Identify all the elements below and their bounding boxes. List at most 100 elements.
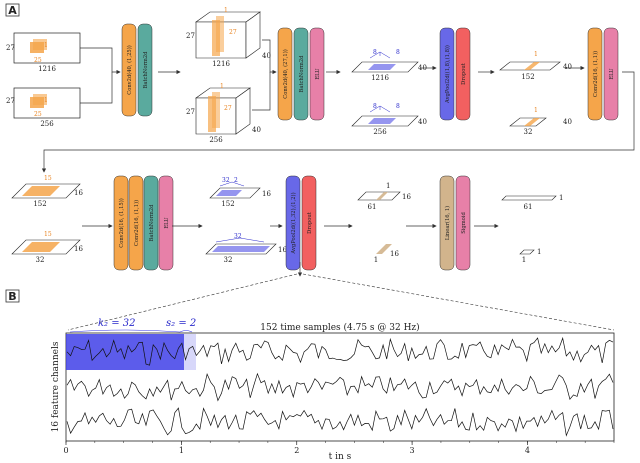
row2-res-bot-d: 16 xyxy=(390,250,399,258)
row1-block-group-2: Conv2d(40, (27,1)) BatchNorm2d ELU xyxy=(277,27,325,121)
row2-top-k: 15 xyxy=(44,175,52,182)
layer-label: Conv2d(40, (1,25)) xyxy=(126,45,133,95)
layer-block xyxy=(137,23,153,117)
row2-res-bot: 1 16 xyxy=(374,244,399,264)
layer-label: AvgPool2d((1,32),(1,2)) xyxy=(290,192,297,254)
row2-plane-bot-w: 32 xyxy=(224,256,233,264)
row2-block-group-3: Linear(16, 1)Sigmoid xyxy=(439,175,471,271)
signal-plot-frame xyxy=(65,332,615,442)
arrow-wrap xyxy=(41,71,635,173)
x-tick-label: 3 xyxy=(410,446,415,455)
panel-a-label-box xyxy=(5,3,20,17)
row1-top-h: 27 xyxy=(6,44,15,52)
res-bot-d: 40 xyxy=(563,118,572,126)
layer-block xyxy=(158,175,174,271)
row2-input-bot: 15 32 16 xyxy=(11,231,83,264)
row2-out-bot-d: 1 xyxy=(537,248,541,256)
cube-top-d: 40 xyxy=(262,52,271,60)
row1-cube-bot: 27 256 40 27 1 xyxy=(186,83,261,144)
layer-label: Sigmoid xyxy=(461,212,467,234)
row1-top-w: 1216 xyxy=(38,65,56,73)
cube-top-w: 1216 xyxy=(212,60,230,68)
signal-trace xyxy=(66,407,614,437)
row1-plane-top: 8 8 1216 40 xyxy=(351,49,427,82)
stride-brace xyxy=(179,330,193,333)
y-axis-label: 16 feature channels xyxy=(51,341,61,432)
layer-block xyxy=(121,23,137,117)
row1-block-group-1: Conv2d(40, (1,25)) BatchNorm2d xyxy=(121,23,153,117)
plane-top-k: 8 xyxy=(373,49,377,56)
row2-block-group-1: Conv2d(16, (1,15))Conv2d(16, (1,1))Batch… xyxy=(113,175,174,271)
layer-block xyxy=(128,175,144,271)
cube-bot-d: 40 xyxy=(252,126,261,134)
layer-block xyxy=(439,175,455,271)
cube-top-kh: 27 xyxy=(229,29,237,36)
plane-bot-w: 256 xyxy=(373,128,387,136)
cube-top-kd: 1 xyxy=(224,7,228,14)
layer-label: Conv2d(40, (27,1)) xyxy=(282,49,289,99)
row2-out-top-d: 1 xyxy=(559,194,563,202)
layer-label: Conv2d(16, (1,1)) xyxy=(133,200,140,246)
row2-bot-w: 32 xyxy=(36,256,45,264)
layer-block xyxy=(309,27,325,121)
row2-res-top-w: 61 xyxy=(368,203,377,211)
row2-out-top-w: 61 xyxy=(524,203,533,211)
plane-bot-k: 8 xyxy=(373,103,377,110)
row2-plane-top-w: 152 xyxy=(221,200,234,208)
res-top-k: 1 xyxy=(534,51,538,58)
row2-plane-bot: 32 32 16 xyxy=(205,233,287,264)
samples-label: 152 time samples (4.75 s @ 32 Hz) xyxy=(260,322,419,333)
cube-bot-w: 256 xyxy=(209,136,223,144)
row2-res-top-d: 16 xyxy=(402,193,411,201)
layer-label: BatchNorm2d xyxy=(299,55,305,93)
row2-out-bot-w: 1 xyxy=(522,256,526,264)
layer-block xyxy=(455,27,471,121)
arrow-in-bot xyxy=(80,72,113,104)
cube-top-h: 27 xyxy=(186,32,195,40)
res-top-w: 152 xyxy=(521,73,534,81)
row2-block-group-2: AvgPool2d((1,32),(1,2)) Dropout xyxy=(285,175,317,271)
panel-a-label: A xyxy=(8,4,17,17)
layer-label: ELU xyxy=(164,217,170,229)
row2-bot-d: 16 xyxy=(74,245,83,253)
panel-b-label: B xyxy=(8,290,16,303)
layer-block xyxy=(143,175,159,271)
layer-label: Dropout xyxy=(461,62,467,85)
row1-top-kh: 1 xyxy=(44,42,48,49)
x-axis-label: t in s xyxy=(329,452,352,462)
panel-b-label-box xyxy=(5,289,20,303)
layer-label: Conv2d(16, (1,1)) xyxy=(592,51,599,97)
row1-res-top: 1 152 40 xyxy=(499,51,572,81)
cube-bot-kd: 1 xyxy=(220,83,224,90)
row2-plane-top: 32 2 152 16 xyxy=(209,177,271,208)
layer-label: ELU xyxy=(609,68,615,80)
cube-bot-kh: 27 xyxy=(224,105,232,112)
layer-block xyxy=(301,175,317,271)
row2-plane-bot-d: 16 xyxy=(278,246,287,254)
layer-label: ELU xyxy=(315,68,321,80)
row1-input-top: 27 1216 25 1 xyxy=(6,32,81,73)
row1-bot-kh: 1 xyxy=(44,97,48,104)
signal-trace xyxy=(66,372,614,402)
layer-block xyxy=(439,27,455,121)
cube-bot-h: 27 xyxy=(186,108,195,116)
layer-label: Dropout xyxy=(307,211,313,234)
row1-block-group-4: Conv2d(16, (1,1)) ELU xyxy=(587,27,619,121)
x-tick-label: 1 xyxy=(179,446,184,455)
row1-bot-kw: 25 xyxy=(34,111,42,118)
layer-label: AvgPool2d((1,8),(1,8)) xyxy=(444,45,451,104)
row2-top-w: 152 xyxy=(33,200,46,208)
layer-block xyxy=(293,27,309,121)
arrow-in-top xyxy=(80,47,121,75)
res-top-d: 40 xyxy=(563,63,572,71)
layer-label: BatchNorm2d xyxy=(143,51,149,89)
row2-input-top: 15 152 16 xyxy=(11,175,83,208)
layer-label: Conv2d(16, (1,15)) xyxy=(118,198,125,248)
row2-res-top: 1 61 16 xyxy=(357,182,411,211)
signal-traces xyxy=(66,336,614,437)
row2-bot-k: 15 xyxy=(44,231,52,238)
row1-bot-w: 256 xyxy=(40,120,54,128)
row2-plane-top-d: 16 xyxy=(262,190,271,198)
kernel-label: k₂ = 32 xyxy=(98,318,136,329)
row2-top-d: 16 xyxy=(74,189,83,197)
